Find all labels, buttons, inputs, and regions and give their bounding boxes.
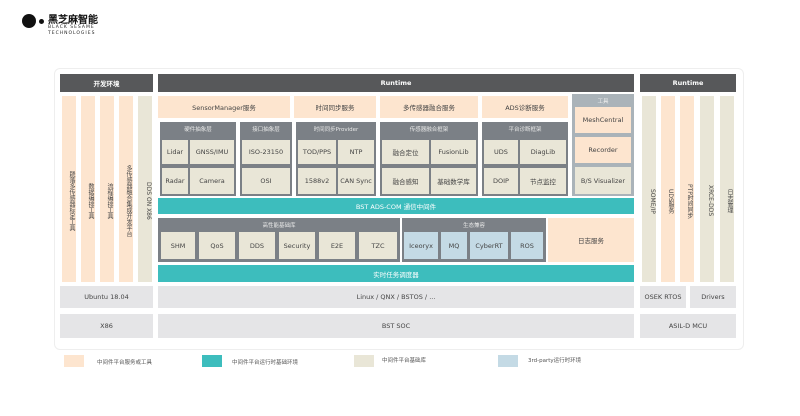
runtime-header: Runtime [158,74,634,92]
mcu-item: XRCE-DDS [700,96,714,282]
time-item: CAN Sync [338,168,374,194]
dev-header: 开发环境 [60,74,153,92]
perf-item: TZC [359,232,397,259]
eco-item: MQ [441,232,467,259]
mcu-os: OSEK RTOS [640,286,686,308]
legend-swatch-blue [498,355,518,367]
logo-mark-icon [22,14,36,28]
mcu-item: PTP时间同步 [680,96,694,282]
time-item: NTP [338,140,374,164]
dev-tool: 数据编排工具 [81,96,95,282]
perf-item: QoS [199,232,235,259]
service: 时间同步服务 [294,96,376,118]
scheduler: 实时任务调度器 [158,265,634,282]
eco-item: ROS [511,232,543,259]
legend-label: 中间件平台服务或工具 [97,360,153,366]
hal-item: Lidar [162,140,188,164]
dev-tool: 跷落多传感器标定工具 [62,96,76,282]
time-item: TOD/PPS [298,140,336,164]
ifl-item: OSI [242,168,290,194]
legend-swatch-teal [202,355,222,367]
runtime-os: Linux / QNX / BSTOS / ... [158,286,634,308]
mcu-drivers: Drivers [690,286,736,308]
hal-item: GNSS/IMU [190,140,234,164]
perf-item: DDS [239,232,275,259]
service: SensorManager服务 [158,96,290,118]
dev-tool: DDS ON X86 [138,96,152,282]
hal-item: Camera [190,168,234,194]
logo-en1: BLACK SESAME [48,25,95,30]
mcu-item: 日志管理 [720,96,734,282]
mcu-hw: ASIL-D MCU [640,314,736,338]
legend-swatch-beige [354,355,374,367]
runtime-hw: BST SOC [158,314,634,338]
legend-label: 3rd-party运行时环境 [528,358,582,364]
tool-item: Recorder [575,137,631,163]
tool-item: MeshCentral [575,107,631,133]
legend-label: 中间件平台运行时基础环境 [232,360,299,366]
hal-item: Radar [162,168,188,194]
fusion-item: 融合定位 [382,140,429,164]
dev-tool: 流程编排工具 [100,96,114,282]
diag-item: 节点监控 [520,168,566,194]
legend-swatch-peach [64,355,84,367]
legend-label: 中间件平台基础库 [382,358,427,364]
tool-item: B/S Visualizer [575,167,631,194]
perf-item: SHM [161,232,195,259]
service: ADS诊断服务 [482,96,568,118]
fusion-item: 融合感知 [382,168,429,194]
eco-item: Iceoryx [404,232,438,259]
logo-en2: TECHNOLOGIES [48,31,96,36]
time-item: 1588v2 [298,168,336,194]
logo-cn: 黑芝麻智能 [48,15,98,26]
com-middleware: BST ADS-COM 通信中间件 [158,198,634,214]
fusion-item: FusionLib [431,140,476,164]
diag-item: UDS [484,140,518,164]
ifl-item: ISO-23150 [242,140,290,164]
log-service: 日志服务 [548,218,634,262]
service: 多传感器融合服务 [380,96,478,118]
perf-item: E2E [319,232,355,259]
mcu-item: SOME/IP [642,96,656,282]
eco-item: CyberRT [470,232,508,259]
diag-item: DiagLib [520,140,566,164]
dev-hw: X86 [60,314,153,338]
mcu-header: Runtime [640,74,736,92]
perf-item: Security [279,232,315,259]
dev-tool: 多传感器融合集成开发平台 [119,96,133,282]
fusion-item: 基础数学库 [431,168,476,194]
diag-item: DOIP [484,168,518,194]
dev-os: Ubuntu 18.04 [60,286,153,308]
mcu-item: UDS服务 [661,96,675,282]
diagram-frame [54,68,744,350]
logo-dot-icon [39,19,44,24]
